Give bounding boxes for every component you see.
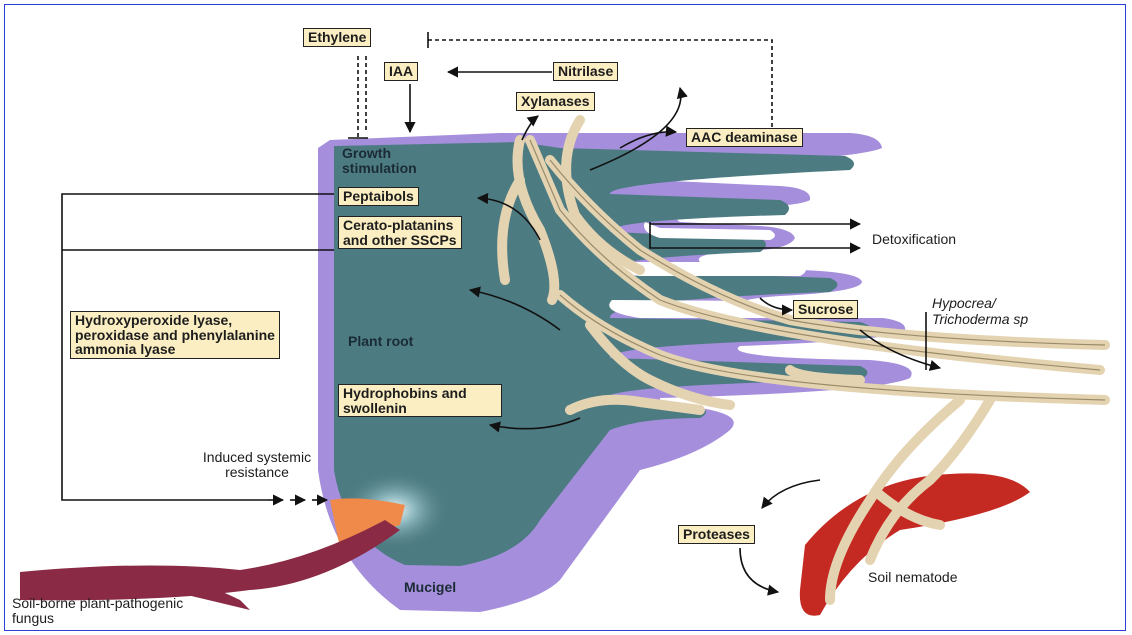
soil-nematode-label: Soil nematode (868, 570, 958, 585)
plant-root-label: Plant root (348, 334, 413, 349)
proteases-box: Proteases (678, 525, 755, 544)
ethylene-box: Ethylene (303, 28, 371, 47)
sucrose-box: Sucrose (793, 300, 858, 319)
ceratoplatanins-box: Cerato-platanins and other SSCPs (338, 216, 462, 249)
hydrophobins-box: Hydrophobins and swollenin (338, 384, 502, 417)
protease-arrow-out (740, 548, 778, 592)
aac-deaminase-box: AAC deaminase (686, 128, 803, 147)
nitrilase-box: Nitrilase (553, 62, 618, 81)
hypocrea-label: Hypocrea/ (932, 296, 996, 311)
growth-stimulation-label: Growth stimulation (342, 146, 442, 177)
protease-arrow-in (762, 480, 820, 508)
trichoderma-label: Trichoderma sp (932, 312, 1122, 327)
mucigel-label: Mucigel (404, 580, 456, 595)
hydroxyperoxide-box: Hydroxyperoxide lyase, peroxidase and ph… (70, 311, 280, 359)
peptaibols-box: Peptaibols (338, 187, 419, 206)
iaa-box: IAA (384, 62, 418, 81)
xylanases-box: Xylanases (516, 92, 595, 111)
aac-to-ethylene-line (428, 40, 772, 128)
pathogenic-fungus-label: Soil-borne plant-pathogenic fungus (12, 596, 222, 627)
detoxification-label: Detoxification (872, 232, 956, 247)
induced-resistance-label: Induced systemic resistance (192, 450, 322, 481)
